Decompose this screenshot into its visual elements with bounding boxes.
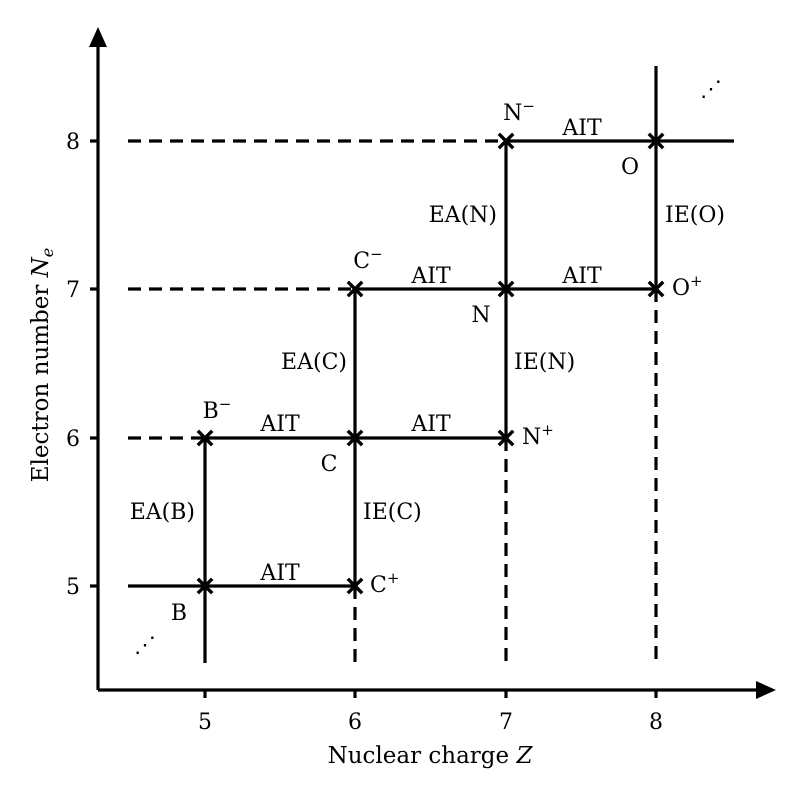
cross-marker-icon [346, 577, 364, 595]
species-labels: B B− C C+ C− N N+ N− O O+ [171, 97, 703, 626]
axes: 5 6 7 8 5 6 7 8 Nuclear charge Z Electro… [28, 27, 776, 769]
y-tick-label: 7 [66, 278, 80, 303]
transition-label-ea-n: EA(N) [429, 203, 497, 228]
species-label-c: C [321, 452, 338, 477]
species-label-c-minus: C− [353, 245, 382, 274]
transition-label-ait: AIT [410, 264, 451, 289]
transition-labels: AIT AIT AIT AIT AIT AIT EA(B) EA(C) EA(N… [130, 116, 725, 586]
cross-marker-icon [346, 429, 364, 447]
x-tick-label: 8 [649, 710, 663, 735]
transition-label-ea-c: EA(C) [281, 350, 347, 375]
species-label-n-plus: N+ [522, 421, 554, 450]
transition-label-ie-c: IE(C) [363, 500, 422, 525]
dashed-lines [128, 139, 658, 663]
cross-markers [196, 132, 665, 595]
species-label-n: N [471, 303, 490, 328]
cross-marker-icon [196, 577, 214, 595]
transition-label-ea-b: EA(B) [130, 500, 195, 525]
ellipses: ⋰ ⋰ [134, 77, 722, 658]
cross-marker-icon [647, 132, 665, 150]
species-label-o-plus: O+ [672, 272, 703, 301]
cross-marker-icon [346, 280, 364, 298]
species-label-n-minus: N− [503, 97, 535, 126]
transition-label-ait: AIT [561, 116, 602, 141]
cross-marker-icon [196, 429, 214, 447]
y-axis-arrow-icon [89, 27, 107, 47]
x-tick-label: 7 [499, 710, 513, 735]
x-tick-label: 5 [198, 710, 212, 735]
transition-label-ait: AIT [259, 412, 300, 437]
transition-label-ait: AIT [410, 412, 451, 437]
y-tick-label: 8 [66, 130, 80, 155]
y-tick-label: 6 [66, 427, 80, 452]
x-axis-title: Nuclear charge Z [328, 743, 534, 769]
species-label-o: O [621, 155, 639, 180]
transition-label-ie-o: IE(O) [665, 203, 725, 228]
y-axis-title: Electron number Ne [28, 248, 57, 483]
transition-label-ait: AIT [561, 264, 602, 289]
solid-lines [128, 66, 734, 663]
ellipsis-upper-right: ⋰ [700, 77, 722, 102]
x-axis-arrow-icon [756, 681, 776, 699]
y-tick-label: 5 [66, 575, 80, 600]
cross-marker-icon [497, 429, 515, 447]
species-label-b-minus: B− [203, 395, 232, 424]
cross-marker-icon [497, 132, 515, 150]
ellipsis-lower-left: ⋰ [134, 633, 156, 658]
species-label-c-plus: C+ [370, 569, 399, 598]
species-label-b: B [171, 601, 187, 626]
x-tick-label: 6 [348, 710, 362, 735]
transition-label-ie-n: IE(N) [514, 350, 575, 375]
cross-marker-icon [647, 280, 665, 298]
transition-label-ait: AIT [259, 561, 300, 586]
cross-marker-icon [497, 280, 515, 298]
